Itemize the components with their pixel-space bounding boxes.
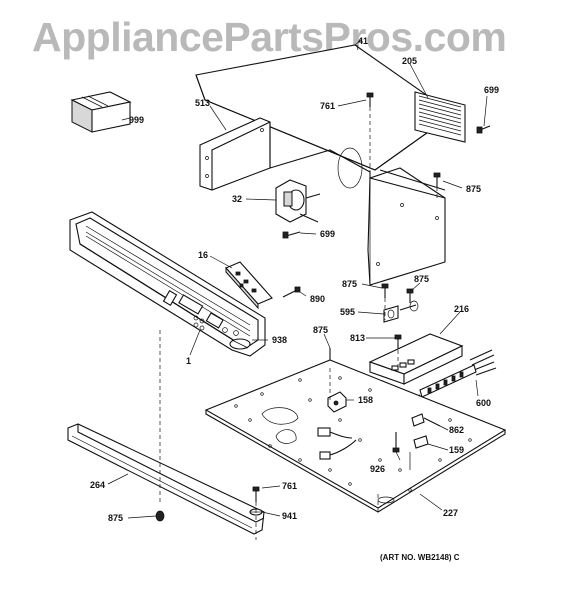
callout-699-mid: 699 (320, 229, 336, 239)
callout-875-mid-right: 875 (414, 274, 430, 284)
part-875-screw-c (406, 288, 414, 303)
part-158-bracket (327, 391, 347, 413)
callout-leaders (107, 44, 488, 519)
part-875-screw-b (381, 283, 389, 298)
callout-761-top: 761 (320, 101, 336, 111)
callout-16: 16 (198, 250, 209, 260)
callout-264: 264 (90, 480, 106, 490)
part-16-control-board (225, 261, 273, 310)
callout-938: 938 (272, 335, 288, 345)
part-264-trim-strip (67, 423, 265, 535)
callout-761-bottom: 761 (282, 481, 298, 491)
callout-875-top: 875 (466, 184, 482, 194)
callout-862: 862 (449, 425, 465, 435)
callout-595: 595 (340, 307, 356, 317)
callout-890: 890 (310, 294, 326, 304)
callout-813: 813 (350, 333, 366, 343)
part-761-screw (366, 92, 374, 107)
part-227-base-plate (204, 359, 507, 513)
part-699-screw-mid (282, 231, 301, 239)
part-205-vent-grille (414, 91, 466, 143)
part-813-screw (394, 334, 402, 350)
art-number: (ART NO. WB2148) C (380, 553, 460, 562)
callout-513: 513 (195, 98, 211, 108)
callout-926: 926 (370, 464, 386, 474)
part-875-screw-e (155, 330, 165, 522)
chassis-box (269, 122, 446, 286)
part-216-relay-cover (368, 333, 464, 385)
part-890-screw (282, 286, 301, 298)
callout-205: 205 (402, 56, 418, 66)
part-999-box (70, 91, 132, 133)
callout-600: 600 (476, 398, 492, 408)
part-595-bracket (383, 300, 419, 323)
part-761-screw-b (252, 486, 260, 502)
callout-41: 41 (358, 36, 369, 46)
part-699-screw-top (476, 125, 491, 134)
wire-connector-left (317, 427, 357, 460)
callout-158: 158 (358, 395, 374, 405)
part-1-control-panel (69, 211, 266, 357)
callout-875-mid-left: 875 (342, 279, 358, 289)
part-875-screw-a (433, 172, 463, 189)
callout-1: 1 (186, 356, 192, 366)
part-513-side-bracket (199, 117, 271, 191)
alignment-lines (255, 107, 438, 540)
part-600-wire-harness (349, 349, 497, 441)
callout-159: 159 (449, 445, 465, 455)
part-862-clip (411, 413, 441, 427)
callout-875-bottom: 875 (108, 513, 124, 523)
part-32-motor-assembly (275, 179, 321, 223)
callout-32: 32 (232, 194, 243, 204)
callout-216: 216 (454, 304, 470, 314)
watermark-logo: AppliancePartsPros.com (32, 14, 507, 60)
callout-699-top: 699 (484, 85, 500, 95)
callout-875-lower: 875 (313, 325, 329, 335)
callout-941: 941 (282, 511, 298, 521)
callout-227: 227 (443, 508, 459, 518)
callout-999: 999 (129, 115, 145, 125)
